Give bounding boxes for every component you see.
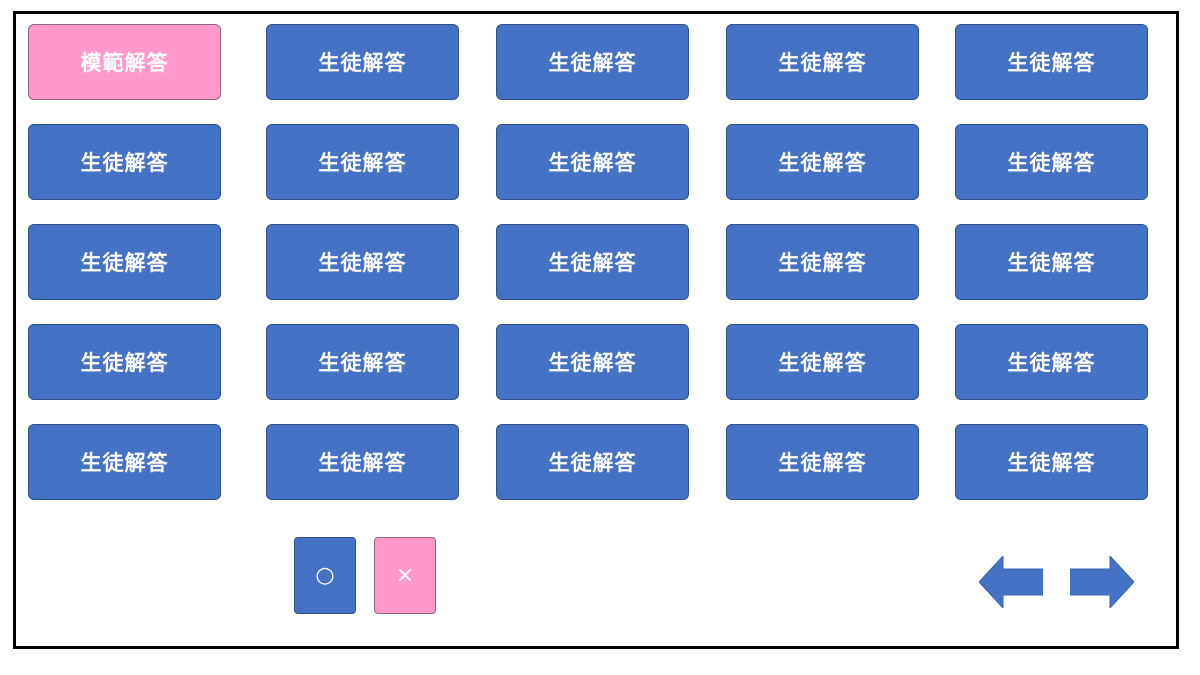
student-answer-button[interactable]: 生徒解答 bbox=[266, 124, 459, 200]
student-answer-button[interactable]: 生徒解答 bbox=[955, 224, 1148, 300]
student-answer-button[interactable]: 生徒解答 bbox=[496, 124, 689, 200]
student-answer-button[interactable]: 生徒解答 bbox=[28, 424, 221, 500]
student-answer-button[interactable]: 生徒解答 bbox=[28, 324, 221, 400]
student-answer-button[interactable]: 生徒解答 bbox=[726, 24, 919, 100]
student-answer-button[interactable]: 生徒解答 bbox=[496, 24, 689, 100]
student-answer-button[interactable]: 生徒解答 bbox=[955, 324, 1148, 400]
student-answer-button[interactable]: 生徒解答 bbox=[955, 424, 1148, 500]
student-answer-button[interactable]: 生徒解答 bbox=[955, 124, 1148, 200]
student-answer-button[interactable]: 生徒解答 bbox=[726, 424, 919, 500]
student-answer-button[interactable]: 生徒解答 bbox=[496, 224, 689, 300]
cross-mark-label: × bbox=[395, 563, 415, 588]
mark-wrong-button[interactable]: × bbox=[374, 537, 436, 614]
student-answer-button[interactable]: 生徒解答 bbox=[266, 324, 459, 400]
student-answer-button[interactable]: 生徒解答 bbox=[28, 224, 221, 300]
student-answer-button[interactable]: 生徒解答 bbox=[496, 424, 689, 500]
student-answer-button[interactable]: 生徒解答 bbox=[266, 424, 459, 500]
student-answer-button[interactable]: 生徒解答 bbox=[266, 224, 459, 300]
student-answer-button[interactable]: 生徒解答 bbox=[496, 324, 689, 400]
arrow-right-icon[interactable] bbox=[1070, 556, 1134, 608]
student-answer-button[interactable]: 生徒解答 bbox=[955, 24, 1148, 100]
student-answer-button[interactable]: 生徒解答 bbox=[726, 324, 919, 400]
model-answer-button[interactable]: 模範解答 bbox=[28, 24, 221, 100]
student-answer-button[interactable]: 生徒解答 bbox=[726, 224, 919, 300]
arrow-left-icon[interactable] bbox=[979, 556, 1043, 608]
circle-mark-label: ○ bbox=[315, 563, 335, 588]
student-answer-button[interactable]: 生徒解答 bbox=[726, 124, 919, 200]
student-answer-button[interactable]: 生徒解答 bbox=[28, 124, 221, 200]
student-answer-button[interactable]: 生徒解答 bbox=[266, 24, 459, 100]
mark-correct-button[interactable]: ○ bbox=[294, 537, 356, 614]
